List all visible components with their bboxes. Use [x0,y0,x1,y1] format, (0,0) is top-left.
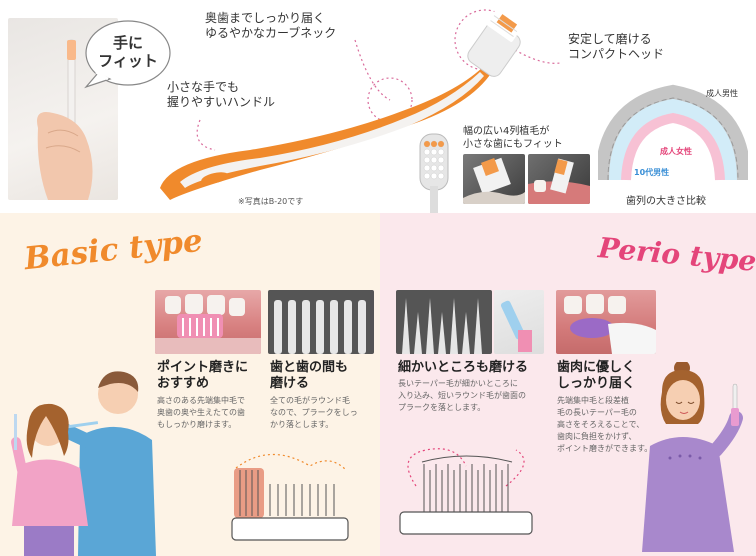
perio-feature1-desc-line3: プラークを落とします。 [398,403,486,412]
basic-feature1-desc-line2: 奥歯の奥や生えたての歯 [157,408,245,417]
perio-feature2-heading-line1: 歯肉に優しく [557,360,636,375]
basic-feature2-desc-line3: かり落とします。 [270,420,334,429]
dental-arch-comparison [598,84,748,181]
speech-bubble-shape [84,20,171,89]
bristle-photo-1 [463,154,525,204]
basic-feature1-desc-line1: 高さのある先端集中毛で [157,396,245,405]
fit-speech-bubble: 手に フィット [78,17,172,93]
basic-feature2-desc-line1: 全ての毛がラウンド毛 [270,396,350,405]
perio-brush-closeup [494,290,544,354]
bristle-callout-line2: 小さな歯にもフィット [463,139,563,150]
basic-feature1-heading: ポイント磨きに おすすめ [157,360,248,392]
perio-bristle-diagram [396,290,492,354]
head-callout-line1: 安定して磨ける [568,32,652,46]
basic-feature1-desc: 高さのある先端集中毛で 奥歯の奥や生えたての歯 もしっかり磨けます。 [157,395,245,431]
basic-feature1-heading-line2: おすすめ [157,376,210,391]
perio-feature2-heading-line2: しっかり届く [557,376,636,391]
perio-feature2-desc-line4: 歯肉に負担をかけず、 [557,432,637,441]
basic-feature1-desc-line3: もしっかり磨けます。 [157,420,237,429]
basic-feature2-desc-line2: なので、プラークをしっ [270,408,358,417]
neck-callout-line1: 奥歯までしっかり届く [205,11,326,25]
basic-bristle-diagram [268,290,374,354]
toothbrush-illustration [160,9,560,200]
neck-callout-line2: ゆるやかなカーブネック [205,26,337,40]
head-callout: 安定して磨ける コンパクトヘッド [568,32,664,62]
handle-callout-line1: 小さな手でも [167,80,240,94]
basic-feature2-heading-line1: 歯と歯の間も [270,360,349,375]
children-brushing-illustration [11,371,156,556]
perio-feature2-desc-line3: 高さをそろえることで、 [557,420,645,429]
perio-feature1-desc-line2: 入り込み、短いラウンド毛が歯面の [398,391,526,400]
perio-mouth-photo [556,290,656,354]
dental-caption: 歯列の大きさ比較 [626,196,706,207]
basic-feature1-heading-line1: ポイント磨きに [157,360,249,375]
basic-brush-cross-section [231,453,349,541]
perio-feature1-heading: 細かいところも磨ける [398,360,529,375]
bubble-text-line1: 手に [112,34,143,52]
perio-feature2-desc: 先端集中毛と段差植 毛の長いテーパー毛の 高さをそろえることで、 歯肉に負担をか… [557,395,652,455]
basic-feature2-heading-line2: 磨ける [270,376,310,391]
dental-label-adult-male: 成人男性 [706,89,738,98]
bristle-callout: 幅の広い4列植毛が 小さな歯にもフィット [463,125,563,151]
basic-feature2-desc: 全ての毛がラウンド毛 なので、プラークをしっ かり落とします。 [270,395,358,431]
bristle-photo-2 [528,154,590,204]
perio-feature1-desc-line1: 長いテーパー毛が細かいところに [398,379,518,388]
hand-illustration [37,39,93,200]
dental-label-teen-male: 10代男性 [634,168,670,177]
photo-note: ※写真はB-20です [238,197,304,206]
basic-feature2-heading: 歯と歯の間も 磨ける [270,360,348,392]
basic-mouth-photo [155,290,261,354]
perio-feature2-desc-line1: 先端集中毛と段差植 [557,396,629,405]
dental-label-adult-female: 成人女性 [660,147,692,156]
woman-brushing-illustration [642,362,743,552]
perio-feature2-heading: 歯肉に優しく しっかり届く [557,360,635,392]
handle-callout-line2: 握りやすいハンドル [167,95,276,109]
head-callout-line2: コンパクトヘッド [568,47,665,61]
bristle-callout-line1: 幅の広い4列植毛が [463,126,550,137]
perio-feature2-desc-line5: ポイント磨きができます。 [557,444,653,453]
brush-head-front-view [419,133,449,216]
perio-brush-cross-section [399,448,533,535]
handle-callout: 小さな手でも 握りやすいハンドル [167,80,275,110]
bubble-text-line2: フィット [98,52,158,70]
perio-feature1-desc: 長いテーパー毛が細かいところに 入り込み、短いラウンド毛が歯面の プラークを落と… [398,378,526,414]
neck-callout: 奥歯までしっかり届く ゆるやかなカーブネック [205,11,336,41]
perio-feature2-desc-line2: 毛の長いテーパー毛の [557,408,637,417]
